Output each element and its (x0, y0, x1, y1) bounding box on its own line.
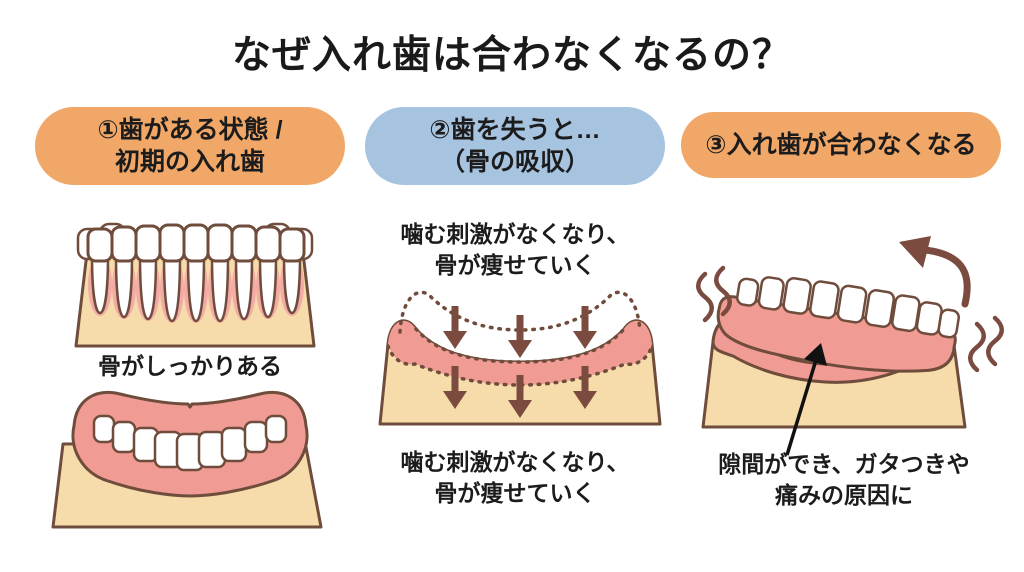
tilted-denture (716, 276, 960, 373)
page-title: なぜ入れ歯は合わなくなるの？ (231, 34, 792, 77)
down-arrow-icon (508, 315, 532, 358)
header-step2: ②歯を失うと… （骨の吸収） (365, 107, 665, 185)
denture-teeth (92, 414, 288, 472)
denture-teeth (736, 276, 960, 339)
tooth-roots (90, 253, 302, 323)
header-step1-line2: 初期の入れ歯 (114, 148, 265, 176)
caption-resorption-top-line2: 骨が痩せていく (434, 252, 596, 279)
caption-gap-pain-line1: 隙間ができ、ガタつきや (718, 451, 970, 477)
header-step2-line1: ②歯を失うと… (429, 115, 601, 144)
original-ridge-dotted-outline (398, 290, 642, 334)
fitted-denture-illustration (51, 391, 323, 529)
natural-teeth-illustration (74, 222, 316, 348)
caption-resorption-bottom-line1: 噛む刺激がなくなり、 (400, 449, 630, 475)
caption-resorption-bottom-line2: 骨が痩せていく (434, 480, 596, 507)
header-step1-line1: ①歯がある状態 / (97, 115, 283, 144)
caption-resorption-bottom: 噛む刺激がなくなり、 骨が痩せていく (365, 447, 665, 509)
caption-bone-solid: 骨がしっかりある (35, 351, 345, 382)
bone-resorption-illustration (378, 290, 662, 426)
caption-resorption-top-line1: 噛む刺激がなくなり、 (400, 221, 630, 247)
header-step2-line2: （骨の吸収） (439, 148, 590, 176)
gum-top-dashed-line (414, 327, 626, 364)
header-step1: ①歯がある状態 / 初期の入れ歯 (35, 107, 345, 185)
curved-arrow-icon (899, 236, 971, 308)
caption-gap-pain: 隙間ができ、ガタつきや 痛みの原因に (680, 449, 1008, 511)
tooth-crowns (86, 223, 306, 263)
caption-gap-pain-line2: 痛みの原因に (775, 482, 913, 509)
vibration-squiggle-icon (696, 265, 1004, 373)
header-step3-line1: ③入れ歯が合わなくなる (705, 130, 977, 159)
caption-bone-solid-text: 骨がしっかりある (98, 353, 282, 379)
straight-arrow-icon (785, 343, 827, 456)
caption-resorption-top: 噛む刺激がなくなり、 骨が痩せていく (365, 219, 665, 281)
loose-denture-illustration (696, 236, 1004, 456)
down-arrow-icon (573, 306, 597, 349)
header-step3: ③入れ歯が合わなくなる (681, 112, 1001, 178)
down-arrow-icon (443, 306, 467, 349)
